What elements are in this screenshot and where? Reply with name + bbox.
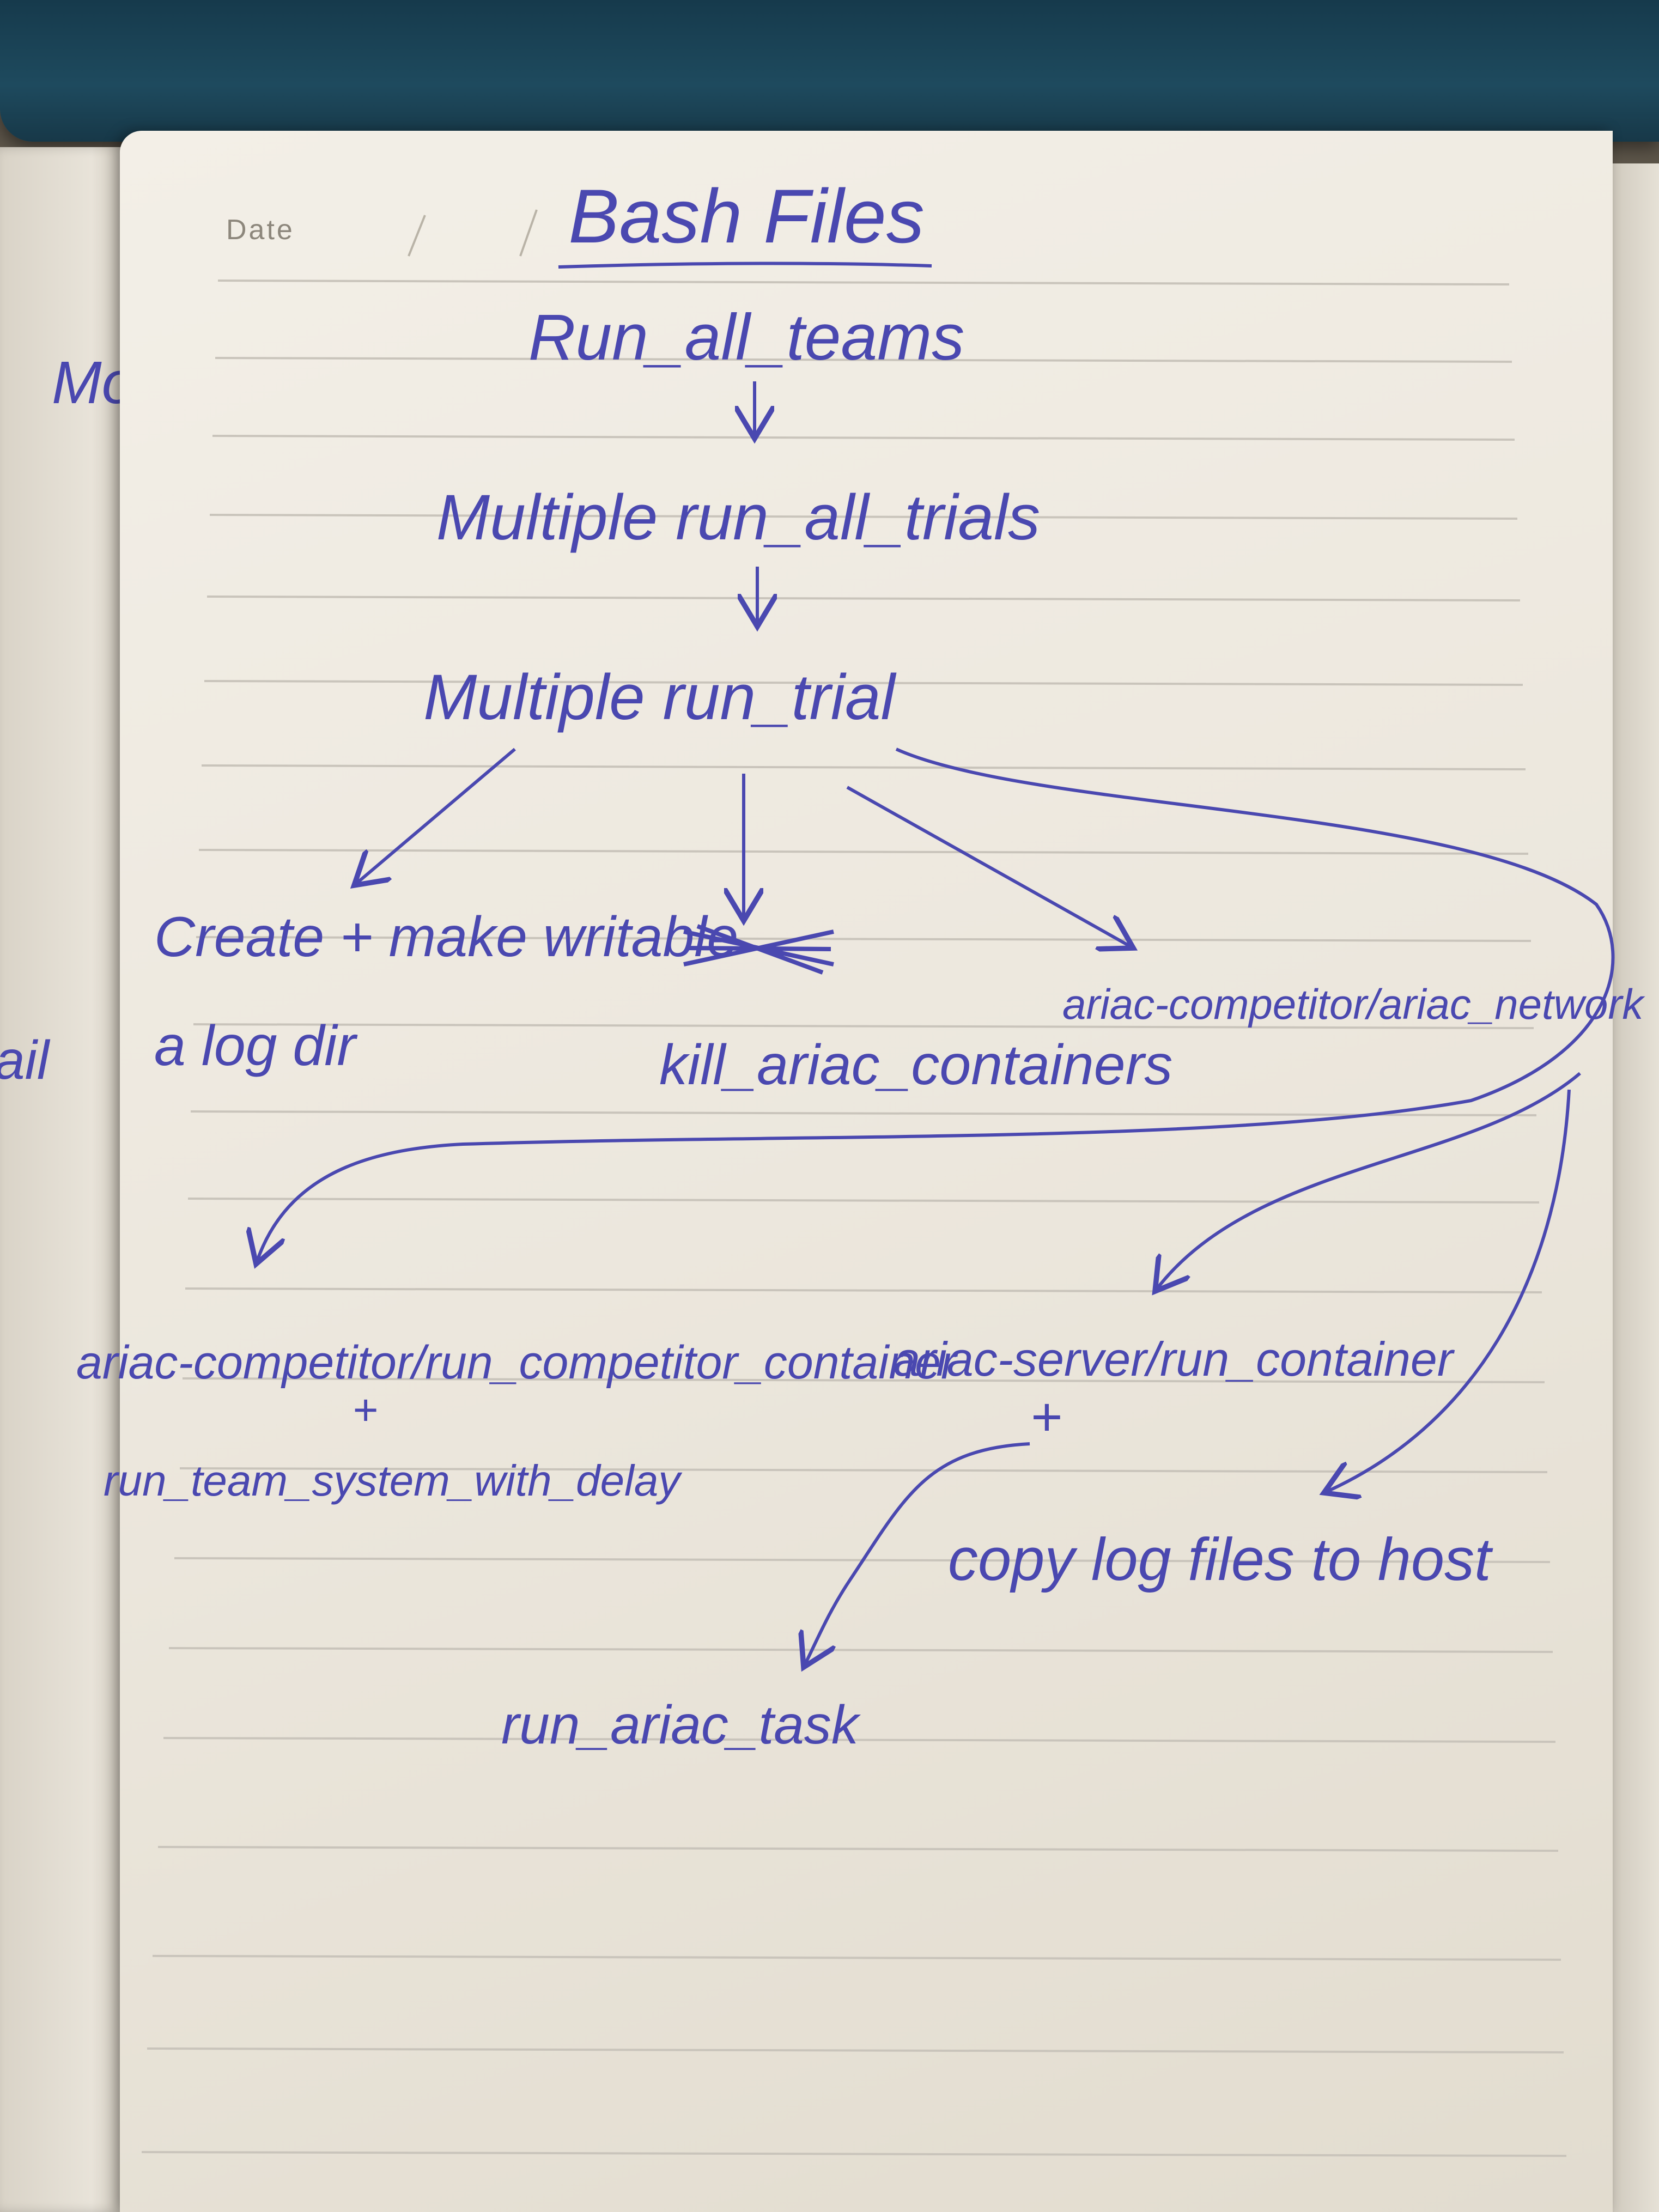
node-run-ariac-task: run_ariac_task	[501, 1694, 861, 1755]
arrow-server-to-task	[804, 1442, 1030, 1667]
title-underline	[558, 262, 932, 269]
plus-left: +	[353, 1385, 378, 1434]
node-competitor-container: ariac-competitor/run_competitor_containe…	[76, 1336, 958, 1389]
date-slash-1	[408, 215, 426, 257]
node-copy-log-files: copy log files to host	[948, 1526, 1493, 1593]
node-kill-ariac-containers: kill_ariac_containers	[659, 1034, 1172, 1097]
plus-right: +	[1030, 1387, 1062, 1448]
node-multiple-run-trial: Multiple run_trial	[423, 661, 896, 733]
arrow-trial-to-copy-logs	[1324, 1089, 1571, 1493]
node-ariac-network: ariac-competitor/ariac_network	[1062, 980, 1645, 1028]
date-slash-2	[519, 209, 538, 257]
node-create-log-dir-line2: a log dir	[154, 1014, 358, 1078]
arrow-trial-to-server-container	[1155, 1072, 1581, 1291]
crossed-out-word	[683, 924, 834, 975]
notebook-cover	[0, 0, 1659, 142]
arrow-trial-to-network	[846, 786, 1133, 948]
diagram-title: Bash Files	[568, 173, 925, 259]
arrow-trial-to-competitor-container	[256, 748, 1615, 1264]
right-page-edge	[1610, 163, 1659, 2212]
left-page-edge: Mo ail	[0, 147, 135, 2212]
notebook-page	[120, 131, 1613, 2212]
node-create-log-dir-line1: Create + make writable	[154, 906, 738, 969]
date-label: Date	[226, 214, 295, 246]
node-server-container: ariac-server/run_container	[894, 1332, 1455, 1386]
node-multiple-run-all-trials: Multiple run_all_trials	[436, 482, 1040, 554]
node-run-team-system: run_team_system_with_delay	[104, 1456, 683, 1505]
arrow-trial-to-logdir	[354, 748, 516, 885]
node-run-all-teams: Run_all_teams	[528, 301, 964, 374]
margin-fragment-ail: ail	[0, 1030, 51, 1091]
